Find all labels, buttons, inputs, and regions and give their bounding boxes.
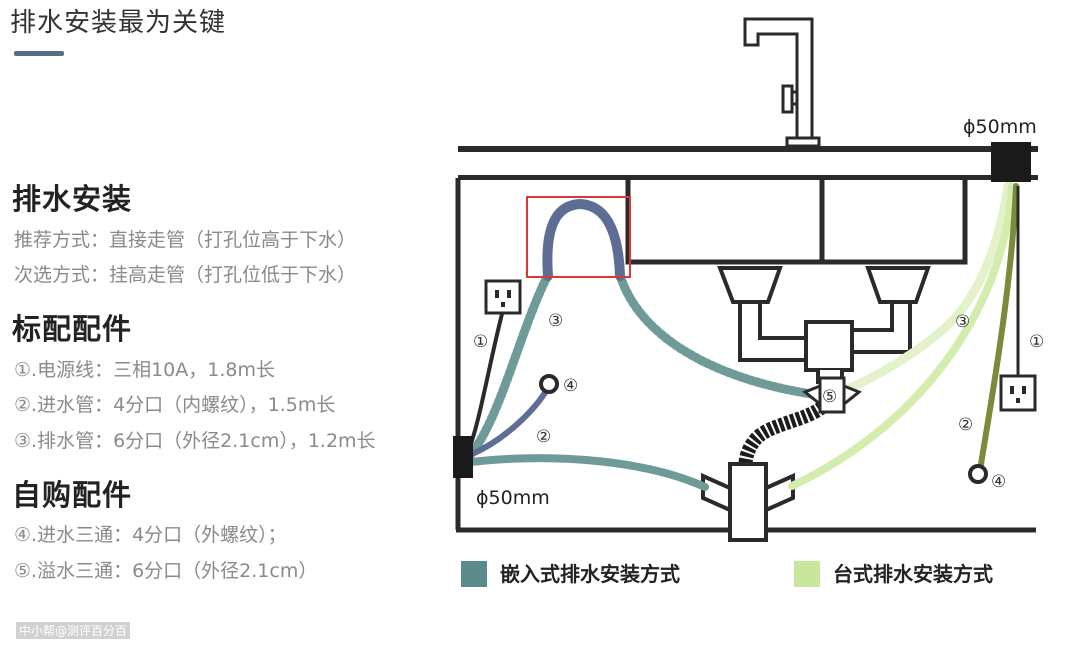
power-socket-icon [484,279,522,315]
legend-swatch-countertop [794,561,820,587]
marker-left-power-cord: ① [473,332,488,352]
embedded-unit-connector [453,436,473,478]
marker-right-power-cord: ① [1029,332,1044,352]
standard-part-inlet-hose: ②.进水管：4分口（内螺纹），1.5m长 [14,394,336,416]
faucet [743,17,821,148]
drain-hose-u-bend [542,198,625,281]
purchased-part-overflow-tee: ⑤.溢水三通：6分口（外径2.1cm） [14,560,318,582]
power-cord [468,309,505,447]
sink-basin [625,178,968,265]
standard-part-drain-hose: ③.排水管：6分口（外径2.1cm），1.2m长 [14,430,376,452]
u-bend-highlight-box [526,196,631,278]
markers: ① ③ ④ ② ⑤ ③ ① ② ④ [473,311,1044,492]
section-heading-standard-parts: 标配配件 [12,312,133,346]
section-heading-drainage: 排水安装 [12,182,133,216]
marker-left-drain-hose: ③ [548,311,563,331]
countertop [458,146,1038,180]
watermark: 中小帮@测评百分百 [16,622,131,639]
embedded-drain-pipes [465,270,817,491]
marker-left-inlet-tee: ④ [563,376,578,396]
sink-drains [717,266,931,384]
section-heading-purchased-parts: 自购配件 [12,478,133,512]
marker-right-drain-hose: ③ [955,312,970,332]
marker-left-inlet-hose: ② [536,427,551,447]
purchased-part-inlet-tee: ④.进水三通：4分口（外螺纹）； [14,524,287,546]
inlet-hose [467,385,551,458]
bottom-pipe-size-label: ϕ50mm [476,487,550,509]
countertop-pass-through-block [991,142,1031,182]
countertop-drain-pipes [788,181,1019,490]
legend-label-embedded: 嵌入式排水安装方式 [500,562,680,586]
legend-swatch-embedded [461,561,487,587]
marker-right-inlet-hose: ② [958,415,973,435]
legend-label-countertop: 台式排水安装方式 [833,562,993,586]
title-underline [14,51,64,56]
legend: 嵌入式排水安装方式 台式排水安装方式 [461,561,993,587]
countertop-inlet-valve-icon [968,464,988,484]
page-title: 排水安装最为关键 [10,8,227,38]
drainage-line-recommended: 推荐方式：直接走管（打孔位高于下水） [14,229,357,251]
inlet-valve-icon [539,374,559,394]
standard-part-power-cord: ①.电源线：三相10A，1.8m长 [14,359,275,381]
floor-drain-tee [701,462,795,542]
top-pipe-size-label: ϕ50mm [963,116,1037,138]
marker-right-inlet-tee: ④ [991,472,1006,492]
drainage-line-alternative: 次选方式：挂高走管（打孔位低于下水） [14,264,357,286]
overflow-tee [802,376,862,414]
countertop-power-socket-icon [999,374,1037,412]
marker-overflow-tee: ⑤ [822,387,837,407]
